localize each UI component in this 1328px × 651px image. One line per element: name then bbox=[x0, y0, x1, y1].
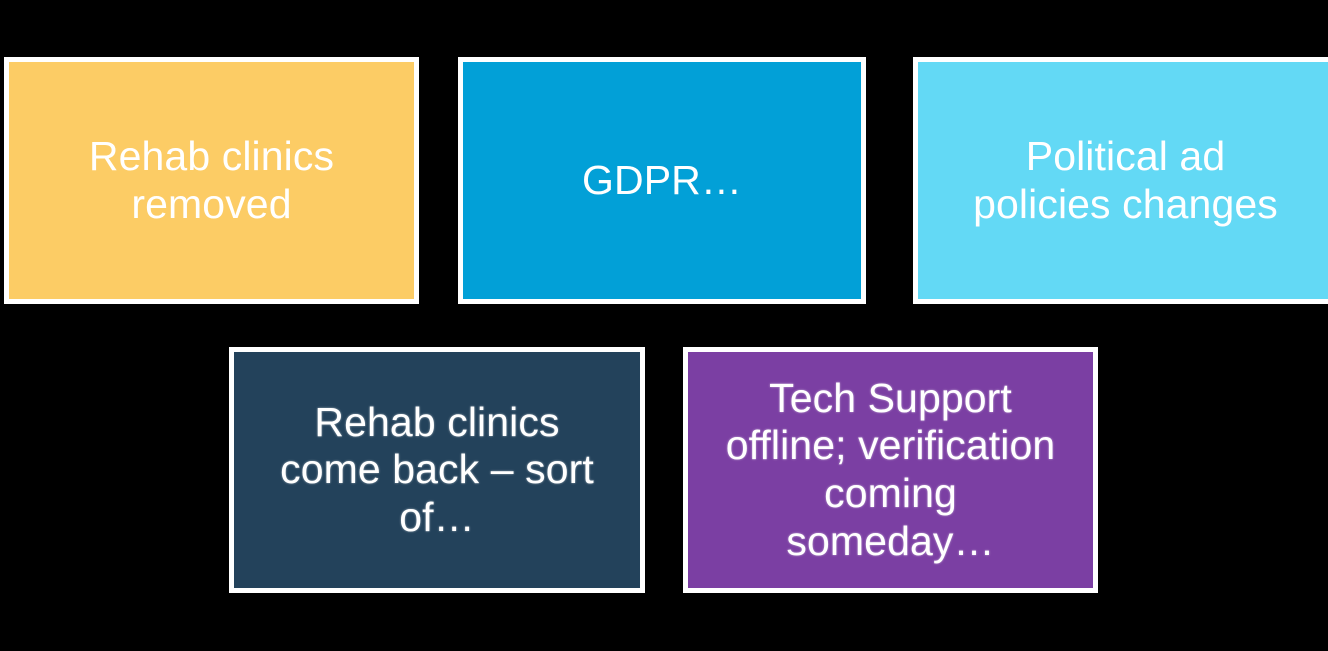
tile-political-ad-policies-changes[interactable]: Political ad policies changes bbox=[913, 57, 1328, 304]
tile-rehab-clinics-come-back[interactable]: Rehab clinics come back – sort of… bbox=[229, 347, 645, 593]
tile-label: Tech Support offline; verification comin… bbox=[725, 374, 1056, 564]
tile-gdpr[interactable]: GDPR… bbox=[458, 57, 866, 304]
tile-tech-support-offline[interactable]: Tech Support offline; verification comin… bbox=[683, 347, 1098, 593]
tile-label: GDPR… bbox=[582, 156, 742, 203]
tile-label: Rehab clinics removed bbox=[88, 132, 335, 227]
tile-rehab-clinics-removed[interactable]: Rehab clinics removed bbox=[4, 57, 419, 304]
tile-label: Political ad policies changes bbox=[973, 132, 1278, 227]
tile-label: Rehab clinics come back – sort of… bbox=[280, 398, 594, 540]
